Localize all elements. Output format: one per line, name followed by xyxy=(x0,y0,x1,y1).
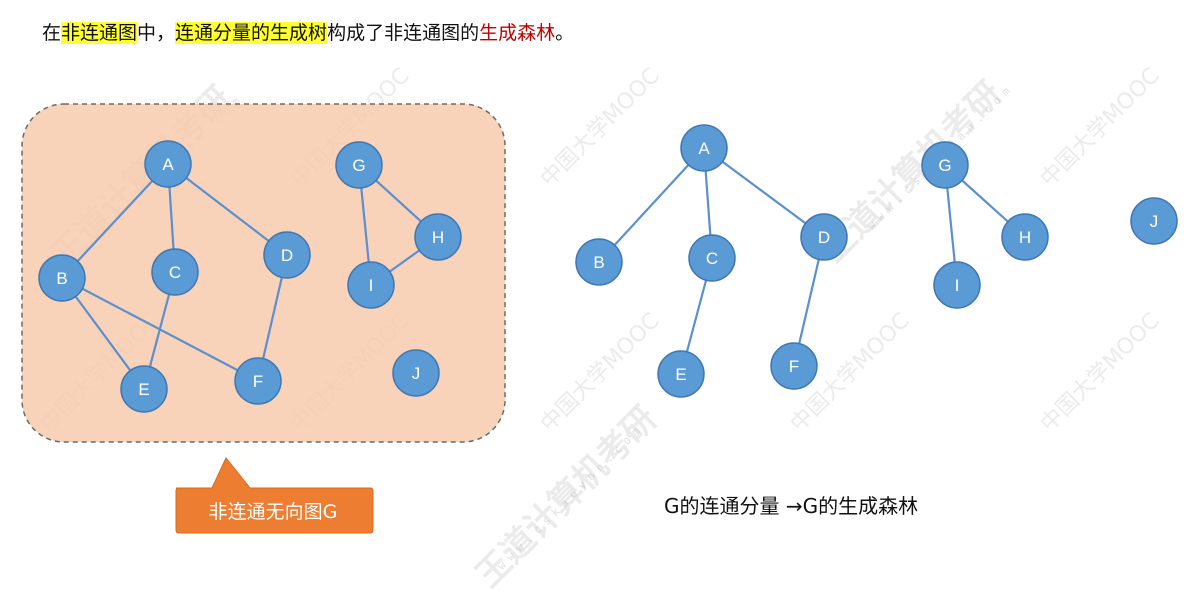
headline-highlight-disconnected-graph: 非连通图 xyxy=(61,22,138,44)
forest-node-label-B: B xyxy=(593,253,604,272)
original-edge-A-B xyxy=(61,163,169,279)
forest-node-circle-J xyxy=(1130,197,1178,245)
original-node-circle-G xyxy=(335,141,383,189)
original-node-I: I xyxy=(347,261,395,309)
original-node-circle-D xyxy=(263,231,311,279)
headline-highlight-component-spanning-tree: 连通分量的生成树 xyxy=(175,22,328,44)
forest-node-B: B xyxy=(575,238,623,286)
forest-node-C: C xyxy=(688,234,736,282)
forest-node-circle-E xyxy=(657,350,705,398)
headline-text-1: 在 xyxy=(42,22,62,44)
headline-emphasis-spanning-forest: 生成森林 xyxy=(479,22,556,44)
forest-edge-A-D xyxy=(703,147,825,238)
forest-node-circle-I xyxy=(933,261,981,309)
original-node-circle-I xyxy=(347,261,395,309)
forest-node-circle-D xyxy=(800,213,848,261)
headline-text-3: 构成了非连通图的 xyxy=(327,22,480,44)
forest-node-G: G xyxy=(921,141,969,189)
forest-node-D: D xyxy=(800,213,848,261)
original-node-J: J xyxy=(392,349,440,397)
forest-node-circle-F xyxy=(770,342,818,390)
forest-node-F: F xyxy=(770,342,818,390)
forest-node-circle-G xyxy=(921,141,969,189)
callout-label: 非连通无向图G xyxy=(208,501,338,523)
original-node-D: D xyxy=(263,231,311,279)
forest-node-E: E xyxy=(657,350,705,398)
forest-node-A: A xyxy=(680,124,728,172)
headline-text-4: 。 xyxy=(555,22,575,44)
forest-node-label-I: I xyxy=(955,276,960,295)
forest-node-label-D: D xyxy=(818,228,830,247)
graph-diagram: A B C D E F G H I J A B C D E F G H I J xyxy=(21,103,1178,534)
forest-node-label-E: E xyxy=(675,365,686,384)
original-node-label-E: E xyxy=(138,380,149,399)
original-node-H: H xyxy=(414,213,462,261)
forest-node-label-A: A xyxy=(698,139,710,158)
callout-shape xyxy=(175,457,374,534)
forest-node-circle-C xyxy=(688,234,736,282)
forest-edge-A-B xyxy=(598,147,705,263)
original-node-circle-H xyxy=(414,213,462,261)
forest-node-H: H xyxy=(1001,213,1049,261)
forest-node-circle-A xyxy=(680,124,728,172)
forest-node-label-G: G xyxy=(938,156,951,175)
original-node-circle-B xyxy=(38,254,86,302)
original-node-label-C: C xyxy=(169,263,181,282)
original-node-E: E xyxy=(120,365,168,413)
original-node-label-I: I xyxy=(369,276,374,295)
original-node-label-A: A xyxy=(162,155,174,174)
original-node-circle-F xyxy=(234,357,282,405)
original-edge-A-D xyxy=(167,163,288,256)
forest-node-circle-H xyxy=(1001,213,1049,261)
original-node-circle-C xyxy=(151,248,199,296)
headline: 在非连通图中，连通分量的生成树构成了非连通图的生成森林。 xyxy=(42,18,574,45)
original-node-C: C xyxy=(151,248,199,296)
original-node-G: G xyxy=(335,141,383,189)
forest-node-label-H: H xyxy=(1019,228,1031,247)
original-node-label-J: J xyxy=(412,364,421,383)
original-node-label-H: H xyxy=(432,228,444,247)
original-node-circle-A xyxy=(144,140,192,188)
forest-node-I: I xyxy=(933,261,981,309)
original-node-F: F xyxy=(234,357,282,405)
forest-node-J: J xyxy=(1130,197,1178,245)
forest-node-label-C: C xyxy=(706,249,718,268)
original-node-circle-J xyxy=(392,349,440,397)
forest-node-circle-B xyxy=(575,238,623,286)
original-node-label-D: D xyxy=(281,246,293,265)
original-node-B: B xyxy=(38,254,86,302)
forest-caption: G的连通分量 →G的生成森林 xyxy=(664,494,919,518)
original-node-label-B: B xyxy=(56,269,67,288)
forest-node-label-J: J xyxy=(1150,212,1159,231)
forest-node-label-F: F xyxy=(789,357,799,376)
original-node-label-F: F xyxy=(253,372,263,391)
headline-text-2: 中， xyxy=(137,22,176,44)
original-node-label-G: G xyxy=(352,156,365,175)
original-node-A: A xyxy=(144,140,192,188)
original-node-circle-E xyxy=(120,365,168,413)
